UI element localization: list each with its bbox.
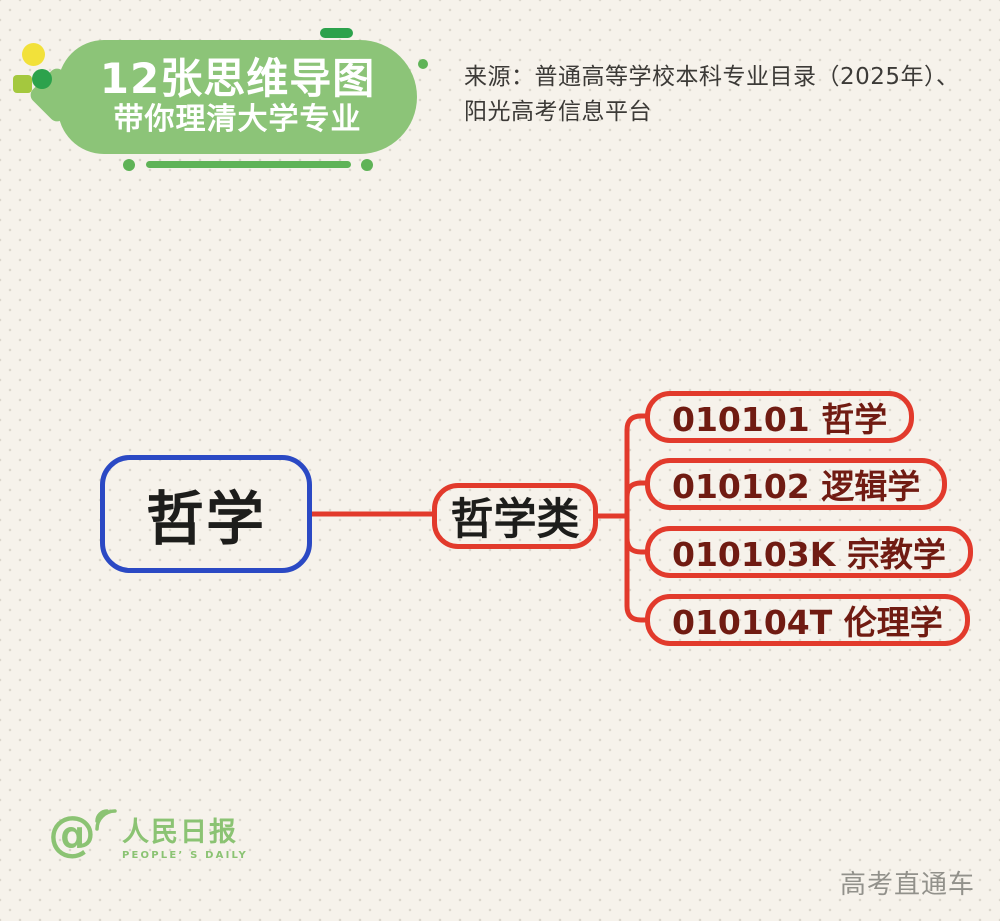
broadcast-waves-icon [95,809,117,831]
green-dot-decoration [418,59,428,69]
branch-to-child-1 [624,413,648,519]
at-symbol: @ [48,806,96,862]
lime-square-decoration [13,75,32,93]
logo-cjk-text: 人民日报 [122,817,238,848]
source-line1: 来源：普通高等学校本科专业目录（2025年）、 [464,64,960,90]
mindmap-child-node: 010102 逻辑学 [645,458,948,510]
branch-to-child-4 [624,513,648,623]
mindmap-child-node: 010104T 伦理学 [645,594,970,646]
banner-title-line1: 12张思维导图 [99,54,376,103]
underline-right-dot [361,159,373,171]
mindmap-root-node: 哲学 [100,455,312,573]
green-circle-decoration [32,69,52,89]
banner-title-line2: 带你理清大学专业 [113,102,362,137]
mindmap-child-node: 010101 哲学 [645,391,915,443]
banner-underline [146,161,351,168]
branch-to-child-3 [624,513,648,555]
underline-left-dot [123,159,135,171]
mindmap-child-node: 010103K 宗教学 [645,526,973,578]
source-line2: 阳光高考信息平台 [464,99,652,125]
mindmap-category-node: 哲学类 [432,483,598,549]
green-pill-decoration [320,28,353,38]
title-banner: 12张思维导图 带你理清大学专业 [58,40,417,154]
peoples-daily-logo: @ 人民日报 PEOPLE’ S DAILY [48,806,248,862]
yellow-circle-decoration [22,43,45,66]
logo-latin-text: PEOPLE’ S DAILY [122,850,248,861]
source-note: 来源：普通高等学校本科专业目录（2025年）、 阳光高考信息平台 [464,60,984,130]
branch-to-child-2 [624,480,648,519]
watermark-text: 高考直通车 [839,870,975,900]
